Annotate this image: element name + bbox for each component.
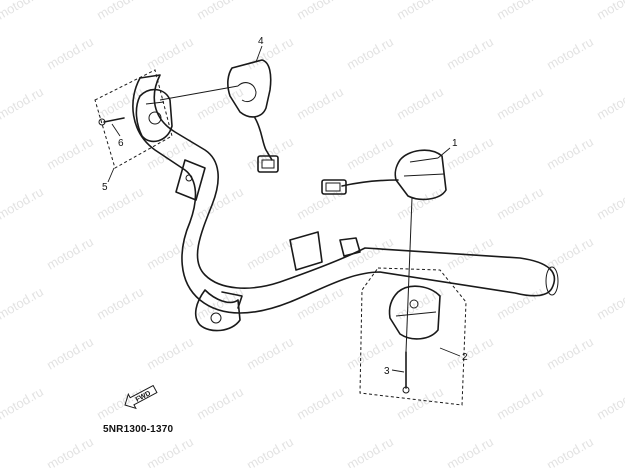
diagram-code: 5NR1300-1370 — [103, 424, 173, 435]
leader-5 — [107, 167, 115, 183]
alignment-line-right — [405, 197, 413, 353]
watermark-text: motod.ru — [594, 184, 625, 223]
watermark-text: motod.ru — [294, 0, 346, 23]
watermark-text: motod.ru — [444, 334, 496, 373]
watermark-text: motod.ru — [344, 34, 396, 73]
watermark-text: motod.ru — [394, 84, 446, 123]
watermark-text: motod.ru — [394, 0, 446, 23]
watermark-text: motod.ru — [94, 0, 146, 23]
screw-6 — [98, 117, 125, 126]
watermark-text: motod.ru — [94, 284, 146, 323]
leader-2 — [439, 347, 461, 357]
watermark-text: motod.ru — [494, 84, 546, 123]
callout-3: 3 — [384, 366, 390, 377]
leader-3 — [391, 369, 405, 373]
watermark-text: motod.ru — [594, 84, 625, 123]
watermark-text: motod.ru — [344, 434, 396, 468]
watermark-text: motod.ru — [194, 384, 246, 423]
left-switch-lower-housing — [135, 88, 173, 143]
alignment-line-left — [159, 85, 239, 101]
watermark-text: motod.ru — [194, 84, 246, 123]
watermark-text: motod.ru — [0, 284, 46, 323]
watermark-text: motod.ru — [144, 334, 196, 373]
watermark-text: motod.ru — [344, 134, 396, 173]
watermark-text: motod.ru — [194, 184, 246, 223]
watermark-text: motod.ru — [294, 384, 346, 423]
watermark-text: motod.ru — [244, 134, 296, 173]
watermark-text: motod.ru — [594, 284, 625, 323]
watermark-text: motod.ru — [144, 234, 196, 273]
watermark-text: motod.ru — [194, 0, 246, 23]
watermark-text: motod.ru — [0, 0, 46, 23]
watermark-text: motod.ru — [394, 384, 446, 423]
callout-2: 2 — [462, 352, 468, 363]
watermark-text: motod.ru — [494, 384, 546, 423]
leader-4 — [255, 45, 263, 63]
watermark-text: motod.ru — [0, 84, 46, 123]
watermark-text: motod.ru — [294, 84, 346, 123]
watermark-text: motod.ru — [394, 184, 446, 223]
watermark-text: motod.ru — [244, 234, 296, 273]
watermark-text: motod.ru — [144, 434, 196, 468]
watermark-text: motod.ru — [494, 184, 546, 223]
watermark-text: motod.ru — [494, 284, 546, 323]
watermark-text: motod.ru — [244, 434, 296, 468]
right-switch-assembly — [321, 149, 447, 201]
left-switch-assembly — [227, 59, 279, 173]
watermark-text: motod.ru — [144, 34, 196, 73]
callout-4: 4 — [258, 36, 264, 47]
watermark-text: motod.ru — [244, 34, 296, 73]
watermark-text: motod.ru — [494, 0, 546, 23]
watermark-text: motod.ru — [0, 184, 46, 223]
watermark-text: motod.ru — [0, 384, 46, 423]
watermark-text: motod.ru — [444, 434, 496, 468]
watermark-text: motod.ru — [444, 34, 496, 73]
watermark-text: motod.ru — [244, 334, 296, 373]
watermark-text: motod.ru — [294, 184, 346, 223]
part-5-outline — [94, 69, 173, 169]
callout-6: 6 — [118, 138, 124, 149]
right-switch-lower-housing — [388, 285, 441, 340]
watermark-text: motod.ru — [44, 234, 96, 273]
watermark-text: motod.ru — [544, 134, 596, 173]
watermark-text: motod.ru — [44, 34, 96, 73]
callout-5: 5 — [102, 182, 108, 193]
watermark-text: motod.ru — [544, 434, 596, 468]
leader-6 — [111, 123, 121, 137]
watermark-text: motod.ru — [44, 334, 96, 373]
handlebar — [132, 74, 559, 332]
watermark-text: motod.ru — [544, 34, 596, 73]
watermark-text: motod.ru — [544, 334, 596, 373]
watermark-text: motod.ru — [44, 434, 96, 468]
callout-1: 1 — [452, 138, 458, 149]
part-2-outline — [359, 267, 467, 406]
leader-1 — [437, 147, 451, 159]
watermark-text: motod.ru — [594, 0, 625, 23]
screw-3 — [402, 351, 410, 394]
watermark-text: motod.ru — [594, 384, 625, 423]
watermark-text: motod.ru — [44, 134, 96, 173]
